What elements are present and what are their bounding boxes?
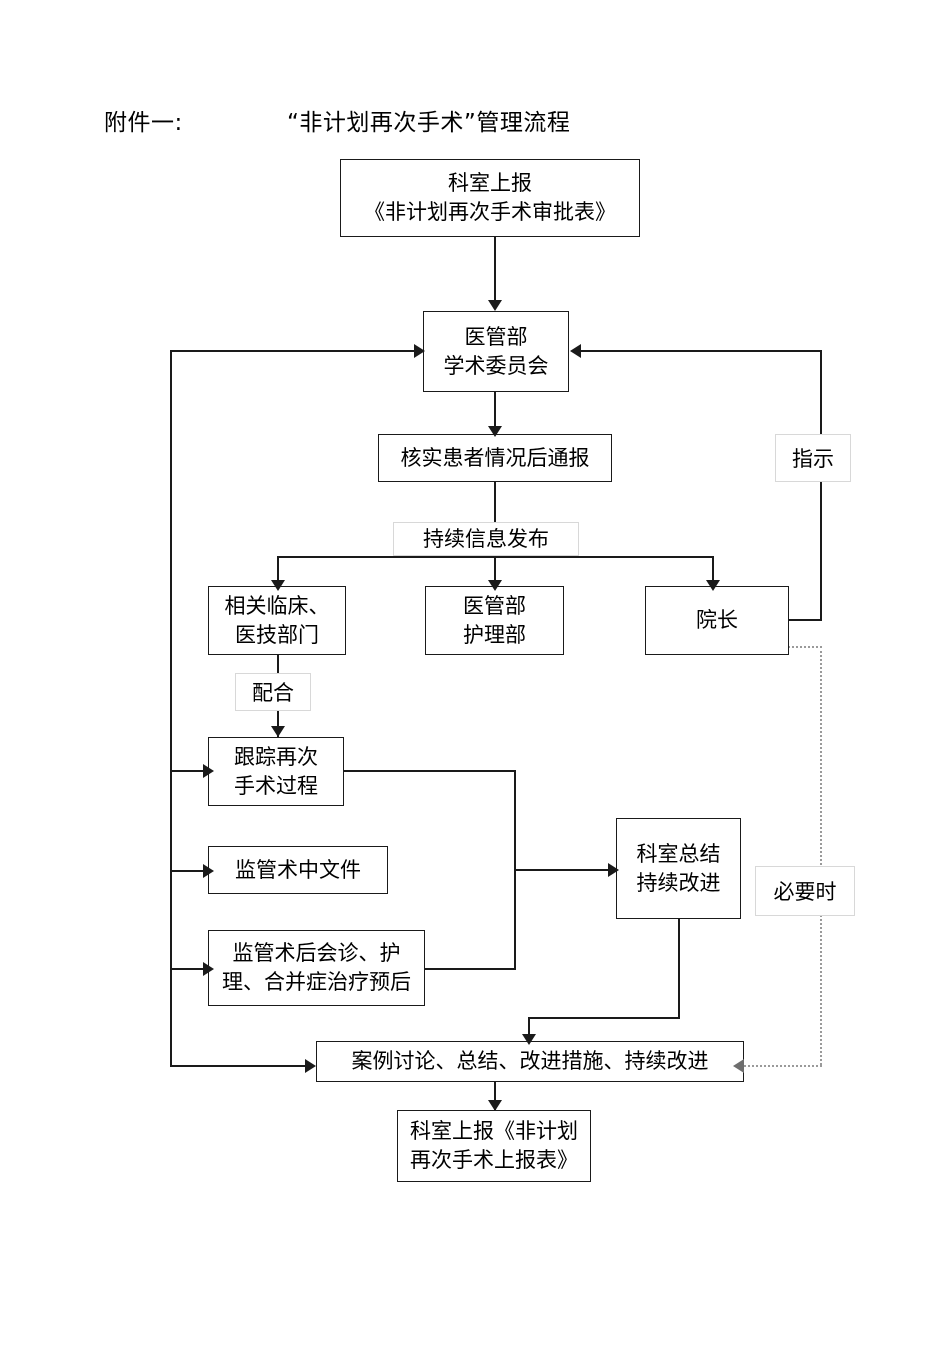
node-line: 科室上报《非计划 bbox=[410, 1119, 578, 1144]
node-department-report-approval[interactable]: 科室上报 《非计划再次手术审批表》 bbox=[340, 159, 640, 237]
node-clinical-medtech-departments[interactable]: 相关临床、 医技部门 bbox=[208, 586, 346, 655]
edge-n11-left bbox=[528, 1017, 680, 1019]
node-line: 医管部 bbox=[463, 593, 526, 618]
edge-n7-right bbox=[788, 619, 822, 621]
edge-dotted-to-n12 bbox=[744, 1065, 822, 1067]
label-text: 配合 bbox=[252, 681, 294, 705]
node-line: 跟踪再次 bbox=[234, 744, 318, 769]
node-line: 院长 bbox=[696, 608, 738, 633]
edge-n4-n6 bbox=[494, 556, 496, 586]
edge-n2-n3 bbox=[494, 392, 496, 434]
node-line: 医管部 bbox=[464, 324, 528, 349]
arrowhead-left-bus-n8 bbox=[203, 764, 214, 778]
edge-n11-to-n12 bbox=[528, 1017, 530, 1041]
edge-dotted-vertical bbox=[820, 646, 822, 1065]
arrowhead-merge-n11 bbox=[608, 863, 619, 877]
edge-instruction-to-n2 bbox=[580, 350, 822, 352]
page-title: “非计划再次手术”管理流程 bbox=[287, 110, 571, 136]
arrowhead-n12-n13 bbox=[488, 1100, 502, 1111]
node-line: 手术过程 bbox=[234, 773, 318, 798]
node-continuous-info-release[interactable]: 持续信息发布 bbox=[393, 522, 579, 556]
node-supervise-intraop-documents[interactable]: 监管术中文件 bbox=[208, 846, 388, 894]
node-line: 持续信息发布 bbox=[423, 526, 549, 551]
arrowhead-n4-n5 bbox=[271, 580, 285, 591]
node-line: 医技部门 bbox=[235, 622, 319, 647]
edge-left-bus-n10 bbox=[170, 968, 207, 970]
arrowhead-n11-n12 bbox=[522, 1034, 536, 1045]
arrowhead-n5-n8 bbox=[271, 726, 285, 737]
arrowhead-left-bus-n9 bbox=[203, 864, 214, 878]
attachment-label: 附件一: bbox=[104, 110, 183, 136]
edge-n1-n2 bbox=[494, 237, 496, 305]
edge-n4-n7 bbox=[712, 556, 714, 586]
node-line: 相关临床、 bbox=[224, 593, 330, 618]
arrowhead-n1-n2 bbox=[488, 300, 502, 311]
arrowhead-n4-n6 bbox=[488, 580, 502, 591]
edge-n4-n5 bbox=[277, 556, 279, 586]
node-medical-admin-academic-committee[interactable]: 医管部 学术委员会 bbox=[423, 311, 569, 392]
node-line: 学术委员会 bbox=[443, 353, 549, 378]
node-line: 案例讨论、总结、改进措施、持续改进 bbox=[351, 1049, 709, 1074]
node-line: 再次手术上报表》 bbox=[410, 1148, 578, 1172]
edge-dotted-from-n7 bbox=[788, 646, 822, 648]
edge-left-bus-n12 bbox=[170, 1065, 310, 1067]
edge-left-bus-vertical bbox=[170, 350, 172, 1066]
arrowhead-instruction-n2 bbox=[570, 344, 581, 358]
edge-n10-merge bbox=[425, 968, 516, 970]
edge-n12-n13 bbox=[494, 1082, 496, 1110]
edge-merge-n11 bbox=[514, 869, 612, 871]
node-verify-patient-notify[interactable]: 核实患者情况后通报 bbox=[378, 434, 612, 482]
node-line: 持续改进 bbox=[636, 870, 721, 895]
node-case-discussion-summary[interactable]: 案例讨论、总结、改进措施、持续改进 bbox=[316, 1041, 744, 1082]
edge-left-bus-n9 bbox=[170, 870, 207, 872]
arrowhead-dotted-n12 bbox=[733, 1059, 744, 1073]
arrowhead-n2-n3 bbox=[488, 426, 502, 437]
node-line: 监管术中文件 bbox=[235, 857, 361, 882]
arrowhead-left-bus-n2 bbox=[414, 344, 425, 358]
label-instruction: 指示 bbox=[775, 434, 851, 482]
label-if-necessary: 必要时 bbox=[755, 866, 855, 916]
node-department-summary-improve[interactable]: 科室总结 持续改进 bbox=[616, 818, 741, 919]
node-line: 科室上报 bbox=[448, 171, 532, 196]
node-line: 监管术后会诊、护 bbox=[232, 941, 401, 966]
node-president[interactable]: 院长 bbox=[645, 586, 789, 655]
node-supervise-postop-consult[interactable]: 监管术后会诊、护 理、合并症治疗预后 bbox=[208, 930, 425, 1006]
edge-instruction-vertical bbox=[820, 350, 822, 621]
edge-n11-down bbox=[678, 919, 680, 1019]
node-track-reoperation-process[interactable]: 跟踪再次 手术过程 bbox=[208, 737, 344, 806]
arrowhead-left-bus-n10 bbox=[203, 962, 214, 976]
node-line: 护理部 bbox=[463, 622, 526, 647]
label-cooperate: 配合 bbox=[235, 673, 311, 711]
arrowhead-n4-n7 bbox=[706, 580, 720, 591]
node-department-report-final[interactable]: 科室上报《非计划 再次手术上报表》 bbox=[397, 1110, 591, 1182]
edge-n3-n4 bbox=[494, 482, 496, 522]
edge-left-bus-n8 bbox=[170, 770, 207, 772]
node-line: 科室总结 bbox=[636, 841, 721, 866]
node-line: 理、合并症治疗预后 bbox=[222, 970, 411, 994]
node-medical-admin-nursing[interactable]: 医管部 护理部 bbox=[425, 586, 564, 655]
label-text: 必要时 bbox=[773, 880, 837, 904]
node-line: 《非计划再次手术审批表》 bbox=[364, 200, 616, 224]
node-line: 核实患者情况后通报 bbox=[400, 445, 590, 470]
label-text: 指示 bbox=[792, 447, 834, 471]
arrowhead-left-bus-n12 bbox=[305, 1059, 316, 1073]
edge-n8-merge bbox=[344, 770, 516, 772]
edge-left-bus-to-n2 bbox=[170, 350, 418, 352]
